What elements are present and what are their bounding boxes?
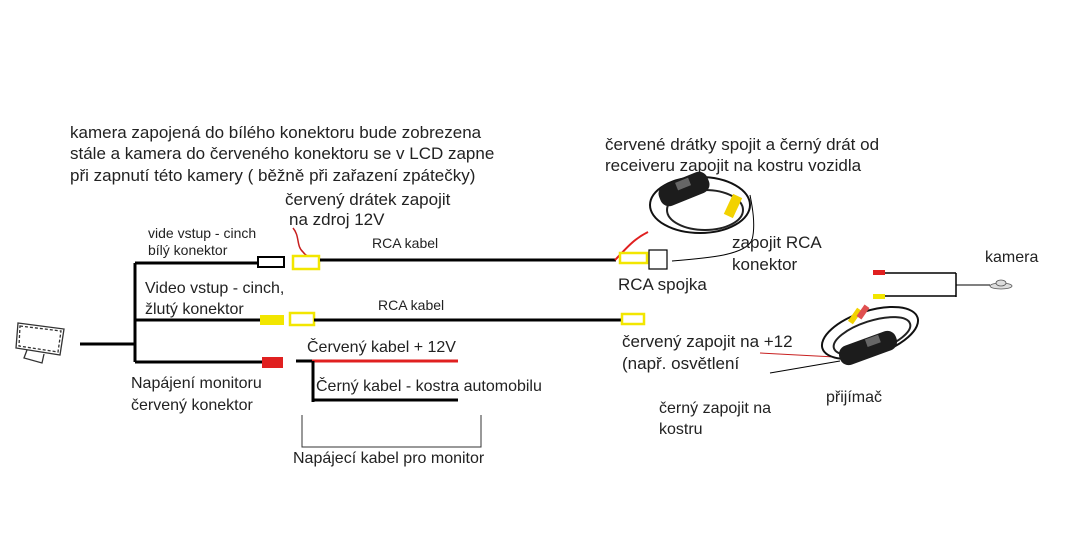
camera-label: kamera xyxy=(985,249,1038,266)
red-wire-label-2: na zdroj 12V xyxy=(289,210,385,229)
white-input-label-1: vide vstup - cinch xyxy=(148,225,256,241)
rca-yellow-plug-top xyxy=(291,254,321,271)
transmitter-image xyxy=(649,171,751,234)
red-12v-pointer xyxy=(759,352,836,358)
rca-coupler-white xyxy=(648,249,668,270)
camera-note: kamera zapojená do bílého konektoru bude… xyxy=(70,123,494,185)
connect-rca-label-1: zapojit RCA xyxy=(732,233,822,252)
monitor-icon xyxy=(15,322,65,364)
camera-icon xyxy=(989,279,1013,290)
note-line-3: při zapnutí této kamery ( běžně při zařa… xyxy=(70,166,475,185)
rca-coupler-yellow xyxy=(618,251,649,265)
red-connect-arrow xyxy=(614,231,649,261)
black-ground-pointer xyxy=(769,360,841,374)
black-cable-label: Černý kabel - kostra automobilu xyxy=(316,376,542,395)
rca-cable-top-label: RCA kabel xyxy=(372,235,438,251)
power-cable-bracket xyxy=(301,415,482,448)
red-12v-label-1: červený zapojit na +12 xyxy=(622,332,793,351)
white-input-label-2: bílý konektor xyxy=(148,242,228,258)
rca-yellow-plug-middle xyxy=(288,311,316,327)
note-line-2: stále a kamera do červeného konektoru se… xyxy=(70,144,494,163)
power-label-1: Napájení monitoru xyxy=(131,375,262,392)
receiver-note-1: červené drátky spojit a černý drát od xyxy=(605,135,879,154)
black-ground-label-1: černý zapojit na xyxy=(659,400,771,417)
red-power-connector xyxy=(262,357,283,368)
connect-rca-label-2: konektor xyxy=(732,255,798,274)
power-label-2: červený konektor xyxy=(131,397,254,414)
receiver-image xyxy=(820,304,920,366)
red-cable-label: Červený kabel + 12V xyxy=(307,337,456,356)
rca-connect-line xyxy=(671,194,755,262)
white-connector xyxy=(257,256,285,268)
rca-yellow-plug-end xyxy=(620,312,646,326)
yellow-connector xyxy=(260,315,284,325)
rca-coupler-label: RCA spojka xyxy=(618,275,707,294)
power-cable-label: Napájecí kabel pro monitor xyxy=(293,450,485,467)
rca-cable-middle-label: RCA kabel xyxy=(378,297,444,313)
note-line-1: kamera zapojená do bílého konektoru bude… xyxy=(70,123,482,142)
black-ground-label-2: kostru xyxy=(659,421,703,438)
receiver-note-2: receiveru zapojit na kostru vozidla xyxy=(605,156,862,175)
power-cable xyxy=(296,359,458,402)
red-12v-label-2: (např. osvětlení xyxy=(622,354,739,373)
red-wire-label-1: červený drátek zapojit xyxy=(285,190,451,209)
yellow-input-label-2: žlutý konektor xyxy=(145,301,244,318)
red-wire-squiggle xyxy=(292,227,316,260)
monitor-harness xyxy=(80,256,285,368)
yellow-input-label-1: Video vstup - cinch, xyxy=(145,280,284,297)
camera-wiring xyxy=(873,270,990,299)
receiver-label: přijímač xyxy=(826,389,882,406)
